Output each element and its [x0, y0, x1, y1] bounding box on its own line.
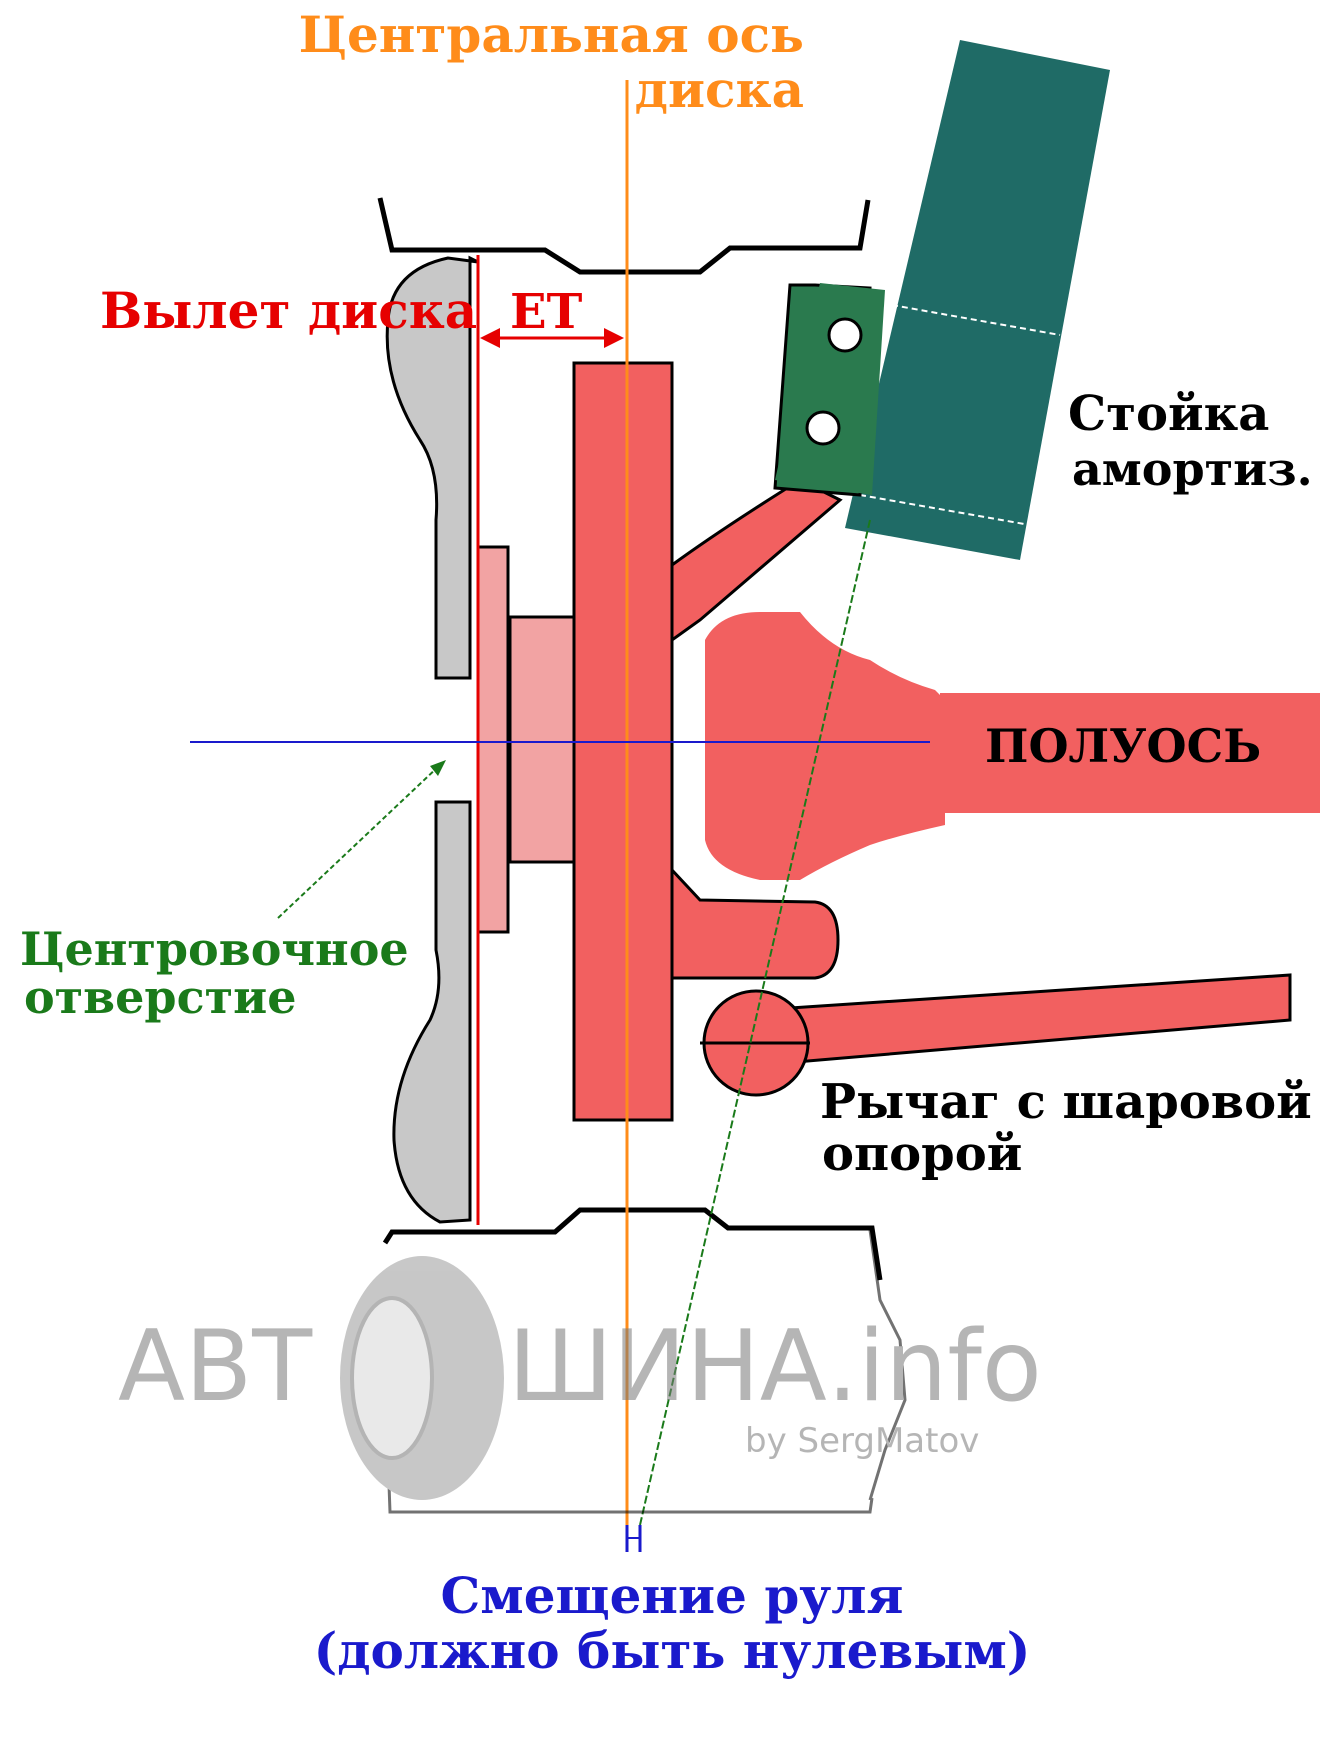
lever-label-line1: Рычаг с шаровой	[820, 1074, 1312, 1130]
halfshaft-label: ПОЛУОСЬ	[985, 719, 1261, 773]
rim-disc-lower	[392, 800, 472, 1224]
center-bore-pointer-arrowhead	[430, 760, 446, 776]
et-arrowhead-left	[480, 328, 500, 348]
halfshaft-bar	[940, 693, 1320, 813]
center-bore-label-line2: отверстие	[24, 970, 296, 1024]
shock-strut	[773, 40, 1110, 560]
rim-disc	[385, 255, 479, 680]
knuckle-lower-arm	[670, 866, 840, 980]
strut-band-line-lower	[859, 494, 1031, 526]
watermark-text-left: АВТ	[118, 1310, 313, 1424]
strut-bolt-hole-lower	[805, 410, 841, 446]
scrub-label-line2: (должно быть нулевым)	[314, 1621, 1031, 1680]
lever-label-line2: опорой	[822, 1126, 1022, 1182]
knuckle-upper-arm	[670, 478, 843, 643]
watermark-tire-sidewall	[868, 1229, 907, 1501]
strut-label-line1: Стойка	[1068, 386, 1269, 442]
center-bore-spigot	[476, 545, 510, 934]
scrub-label-line1: Смещение руля	[440, 1566, 903, 1625]
offset-label: Вылет диска	[100, 281, 477, 340]
rim-bottom-flange	[382, 1207, 883, 1281]
center-bore-label-line1: Центровочное	[20, 922, 409, 976]
center-axis-label-line2: диска	[635, 60, 804, 119]
cv-joint-boot	[705, 612, 945, 880]
lower-control-arm	[758, 973, 1292, 1067]
steering-axis-line	[639, 519, 871, 1526]
rim	[377, 197, 883, 1281]
center-bore-pointer	[277, 764, 441, 919]
center-axis-label-line1: Центральная ось	[299, 5, 804, 64]
watermark-byline: by SergMatov	[745, 1421, 979, 1461]
strut-body	[845, 40, 1110, 560]
hub-flange	[508, 615, 578, 864]
strut-bolt-hole-upper	[827, 317, 863, 353]
et-label: ET	[510, 284, 583, 340]
rim-top-flange	[377, 197, 871, 275]
strut-label-line2: амортиз.	[1072, 442, 1313, 496]
et-arrowhead-right	[604, 328, 624, 348]
strut-band-line-upper	[891, 304, 1061, 336]
scrub-radius-marker	[625, 1525, 642, 1552]
watermark: АВТ ШИНА.info by SergMatov	[118, 1229, 1042, 1514]
watermark-text-right: ШИНА.info	[508, 1310, 1042, 1424]
watermark-tire-hub	[350, 1296, 434, 1460]
et-dimension	[480, 328, 624, 348]
